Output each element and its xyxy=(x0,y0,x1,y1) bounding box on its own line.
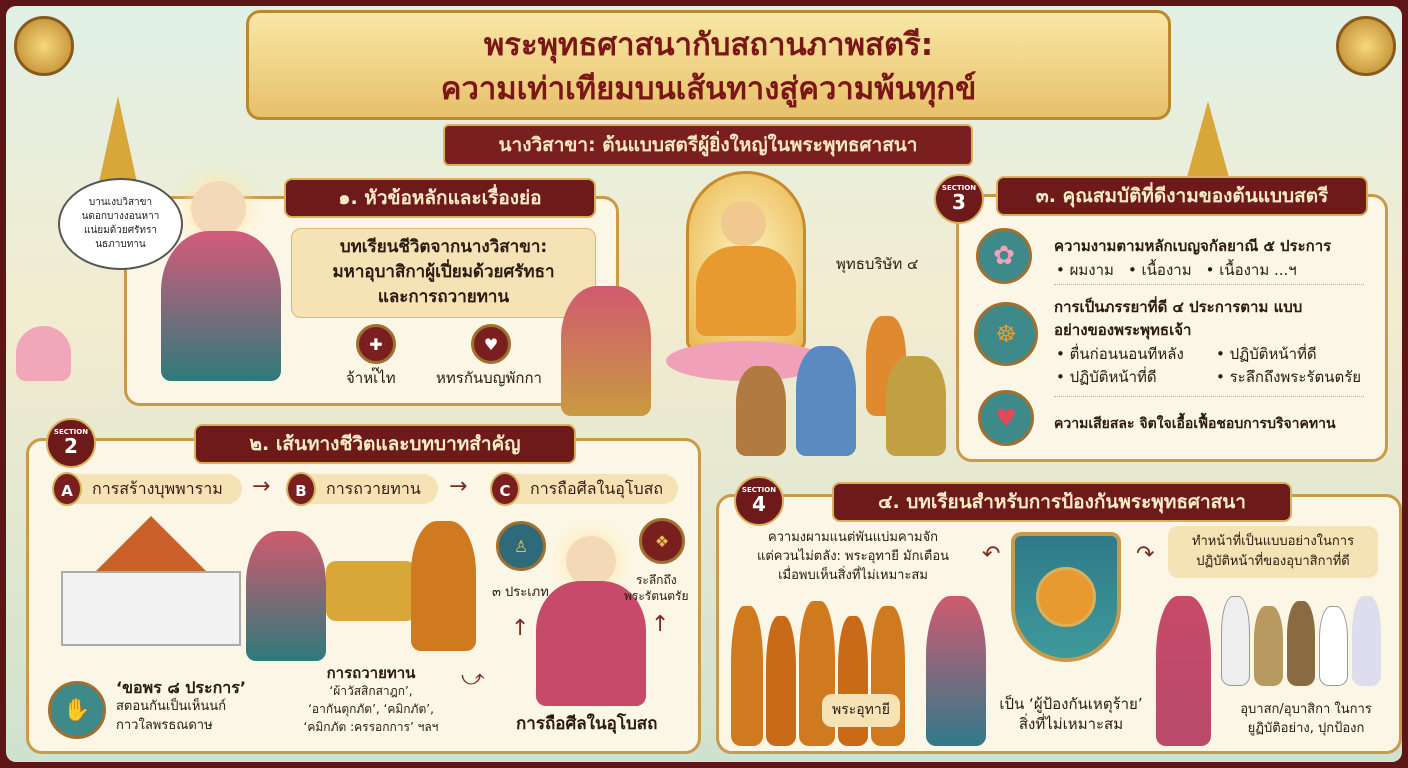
lotus-icon xyxy=(16,326,71,381)
arrow-up-icon: ↑ xyxy=(651,612,670,637)
monk-udayi-label: พระอุทายี xyxy=(822,694,900,727)
subtitle-banner: นางวิสาขา: ต้นแบบสตรีผู้ยิ่งใหญ่ในพระพุท… xyxy=(443,124,973,166)
section-3-title: ๓. คุณสมบัติที่ดีงามของต้นแบบสตรี xyxy=(996,176,1368,216)
heart-hands-icon: ♥ xyxy=(471,324,511,364)
page-title: พระพุทธศาสนากับสถานภาพสตรี:ความเท่าเทียม… xyxy=(246,10,1171,120)
kneeling-woman-figure xyxy=(561,286,651,416)
family-icon: ☸ xyxy=(974,302,1038,366)
meditating-buddha-icon: ♙ xyxy=(496,521,546,571)
bullet: • เนื้องาม ...ฯ xyxy=(1205,261,1297,279)
arrow-right-icon: → xyxy=(252,474,271,499)
arrow-curved-right-icon: ↷ xyxy=(1136,542,1155,567)
speech-bubble-line: แน่ยมด้วยศรัทรา xyxy=(84,225,157,236)
quality-title: ความงามตามหลักเบญจกัลยาณี ๕ ประการ xyxy=(1054,237,1332,255)
precepts-types-label: ๓ ประเภท xyxy=(492,585,549,600)
bullet: • ปฏิบัติหน้าที่ดี xyxy=(1216,345,1317,363)
speech-bubble-line: บานเงบวิสาขา xyxy=(88,197,153,208)
eight-boons-text: ‘ขอพร ๘ ประการ’ สตอนกันเป็นเห็นนก์กาวใลพ… xyxy=(116,678,246,733)
devotees-illustration xyxy=(726,306,956,456)
quality-bullets: • ผมงาม • เนื้องาม • เนื้องาม ...ฯ xyxy=(1056,260,1297,281)
warning-text: ความงผามแนต่พันแบ่มคามจักแต่ควนไม่ตลัง: … xyxy=(756,530,950,583)
bullet: • ตื่นก่อนนอนทีหลัง xyxy=(1056,345,1184,363)
guardian-text: เป็น ‘ผู้ป้องกันเหตุร้าย’สิ่งที่ไม่เหมาะ… xyxy=(999,695,1143,733)
buddhist-assembly-label: พุทธบริษัท ๔ xyxy=(836,255,919,273)
section-2-title: ๒. เส้นทางชีวิตและบทบาทสำคัญ xyxy=(194,424,576,464)
heart-in-hand-icon: ♥ xyxy=(978,390,1034,446)
bullet: • ปฏิบัติหน้าที่ดี xyxy=(1056,368,1157,386)
laity-text: อุบาสก/อุบาสิกา ในการยูฏิบัติอย่าง, ปุกป… xyxy=(1240,702,1372,736)
offering-illustration xyxy=(246,521,476,661)
bullet: • ระลึกถึงพระรัตนตรัย xyxy=(1216,368,1362,386)
visakha-figure xyxy=(1156,596,1211,746)
quality-title: การเป็นภรรยาที่ดี ๔ ประการตาม แบบอย่างขอ… xyxy=(1054,298,1303,339)
dharma-wheel-icon xyxy=(14,16,74,76)
divider xyxy=(1054,284,1364,285)
caring-hands-icon: ✚ xyxy=(356,324,396,364)
triple-gem-icon: ❖ xyxy=(639,518,685,564)
quality-title: ความเสียสละ จิตใจเอื้อเฟื้อชอบการบริจาคท… xyxy=(1054,416,1336,432)
icon-label: หทรกันบญพักกา xyxy=(436,369,542,387)
meditation-illustration xyxy=(526,536,656,706)
temple-illustration xyxy=(51,516,251,646)
buddha-illustration xyxy=(666,171,826,391)
laity-illustration xyxy=(1221,591,1381,686)
shield-buddha-icon xyxy=(1011,532,1121,662)
section-1-title: ๑. หัวข้อหลักและเรื่องย่อ xyxy=(284,178,596,218)
icon-label: จ้าหเ๊ไท xyxy=(346,369,396,387)
visakha-figure xyxy=(926,596,986,746)
speech-bubble-line: นธภาบทาน xyxy=(95,239,146,250)
arrow-curved-left-icon: ↶ xyxy=(982,542,1001,567)
section-1-callout: บทเรียนชีวิตจากนางวิสาขา:มหาอุบาสิกาผู้เ… xyxy=(291,228,596,318)
speech-bubble-line: นดอกบางงอนหาา xyxy=(81,211,160,222)
divider xyxy=(1054,396,1364,397)
bullet: • เนื้องาม xyxy=(1127,261,1192,279)
precepts-caption: การถือศีลในอุโบสถ xyxy=(516,714,658,734)
lotus-icon: ✿ xyxy=(976,228,1032,284)
speech-bubble: บานเงบวิสาขา นดอกบางงอนหาา แน่ยมด้วยศรัท… xyxy=(58,178,183,270)
quality-bullets: • ตื่นก่อนนอนทีหลัง • ปฏิบัติหน้าที่ดี •… xyxy=(1056,344,1376,388)
arrow-right-icon: → xyxy=(449,474,468,499)
dharma-wheel-icon xyxy=(1336,16,1396,76)
visakha-figure xyxy=(146,171,296,391)
recall-triple-gem-label: ระลึกถึงพระรัตนตรัย xyxy=(624,573,689,603)
offering-text: การถวายทาน ‘ผ้าวัสสิกสาฎก’,‘อากันตุกภัต’… xyxy=(303,664,439,734)
section-4-title: ๔. บทเรียนสำหรับการป้องกันพระพุทธศาสนา xyxy=(832,482,1292,522)
pagoda-icon xyxy=(1186,101,1230,181)
arrow-up-icon: ↑ xyxy=(511,616,530,641)
role-model-callout: ทำหน้าที่เป็นแบบอย่างในการปฏิบัติหน้าที่… xyxy=(1168,526,1378,578)
open-palms-icon: ✋ xyxy=(48,681,106,739)
arrow-right-icon: ⤻ xyxy=(461,666,485,691)
bullet: • ผมงาม xyxy=(1056,261,1114,279)
infographic: พระพุทธศาสนากับสถานภาพสตรี:ความเท่าเทียม… xyxy=(6,6,1402,762)
